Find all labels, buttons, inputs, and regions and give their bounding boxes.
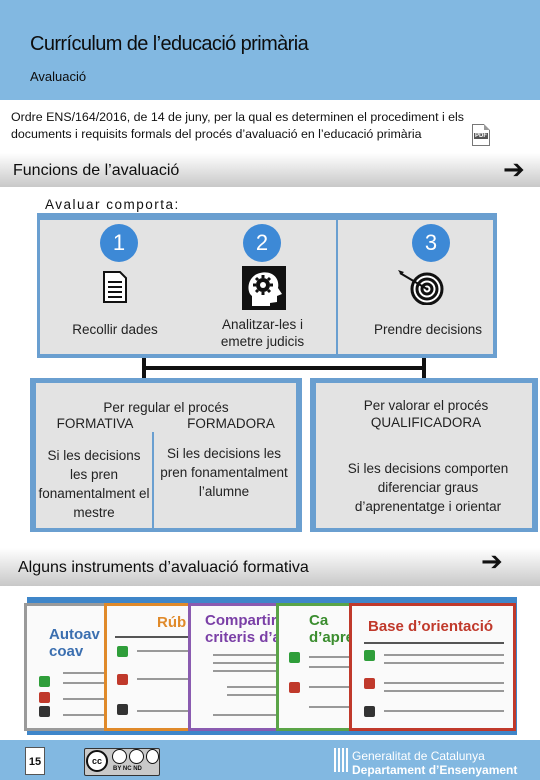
formadora-label: FORMADORA [187,416,275,431]
formativa-box [36,414,152,528]
card-title-autoavaluacio: Autoav coav [49,626,100,660]
valorar-text: Si les decisions comporten diferenciar g… [347,461,509,514]
generalitat-logo-icon [334,748,348,772]
cc-by-icon [112,749,127,764]
page-title: Currículum de l’educació primària [30,33,309,55]
valorar-title: Per valorar el procés [363,398,489,413]
card-compartir-criteris[interactable]: Compartir criteris d’a [188,603,286,731]
document-icon [103,271,127,303]
funcions-band[interactable] [0,153,540,187]
header-bar [0,0,540,100]
formativa-text: Si les decisions les pren fonamentalment… [38,448,150,520]
formadora-text: Si les decisions les pren fonamentalment… [160,446,288,499]
page-subtitle: Avaluació [30,69,87,84]
card-title-rubrica: Rúb [157,614,187,631]
card-rubrica[interactable]: Rúb [104,603,200,731]
card-title-base-orientacio: Base d’orientació [368,618,494,635]
target-icon [398,270,444,305]
page-number: 15 [25,747,45,775]
step-number-3: 3 [412,224,450,262]
cc-nc-icon [129,749,144,764]
step-label-2: Analitzar-les i emetre judicis [220,317,305,349]
cc-logo-icon: cc [86,750,108,772]
step-label-1: Recollir dades [72,322,158,337]
formativa-label: FORMATIVA [56,416,134,431]
step-number-1: 1 [100,224,138,262]
step-label-3: Prendre decisions [373,322,483,337]
cc-license-text: BY NC ND [113,766,142,772]
card-carpeta[interactable]: Ca d’apre [276,603,360,731]
step-number-2: 2 [243,224,281,262]
formadora-box [154,414,296,528]
regular-title: Per regular el procés [103,400,229,415]
instruments-band[interactable] [0,548,540,586]
qualificadora-label: QUALIFICADORA [370,415,482,430]
ordre-link[interactable]: Ordre ENS/164/2016, de 14 de juny, per l… [11,110,464,141]
head-gear-icon [242,266,286,310]
card-base-orientacio[interactable]: Base d’orientació [349,603,516,731]
card-title-carpeta: Ca d’apre [309,612,355,646]
generalitat-name: Generalitat de Catalunya [352,749,485,763]
cc-nd-icon [146,749,159,764]
pdf-icon[interactable]: PDF [472,124,490,146]
card-title-compartir: Compartir criteris d’a [205,612,281,646]
funcions-label: Funcions de l’avaluació [13,162,180,179]
card-autoavaluacio[interactable]: Autoav coav [24,603,114,731]
valorar-box [316,383,532,528]
connector-horizontal [142,366,426,370]
avaluar-heading: Avaluar comporta: [45,197,180,212]
instruments-label: Alguns instruments d’avaluació formativa [18,559,309,576]
funcions-arrow-icon[interactable]: ➔ [503,154,525,184]
departament-name: Departament d’Ensenyament [352,763,518,777]
instruments-arrow-icon[interactable]: ➔ [481,546,503,576]
